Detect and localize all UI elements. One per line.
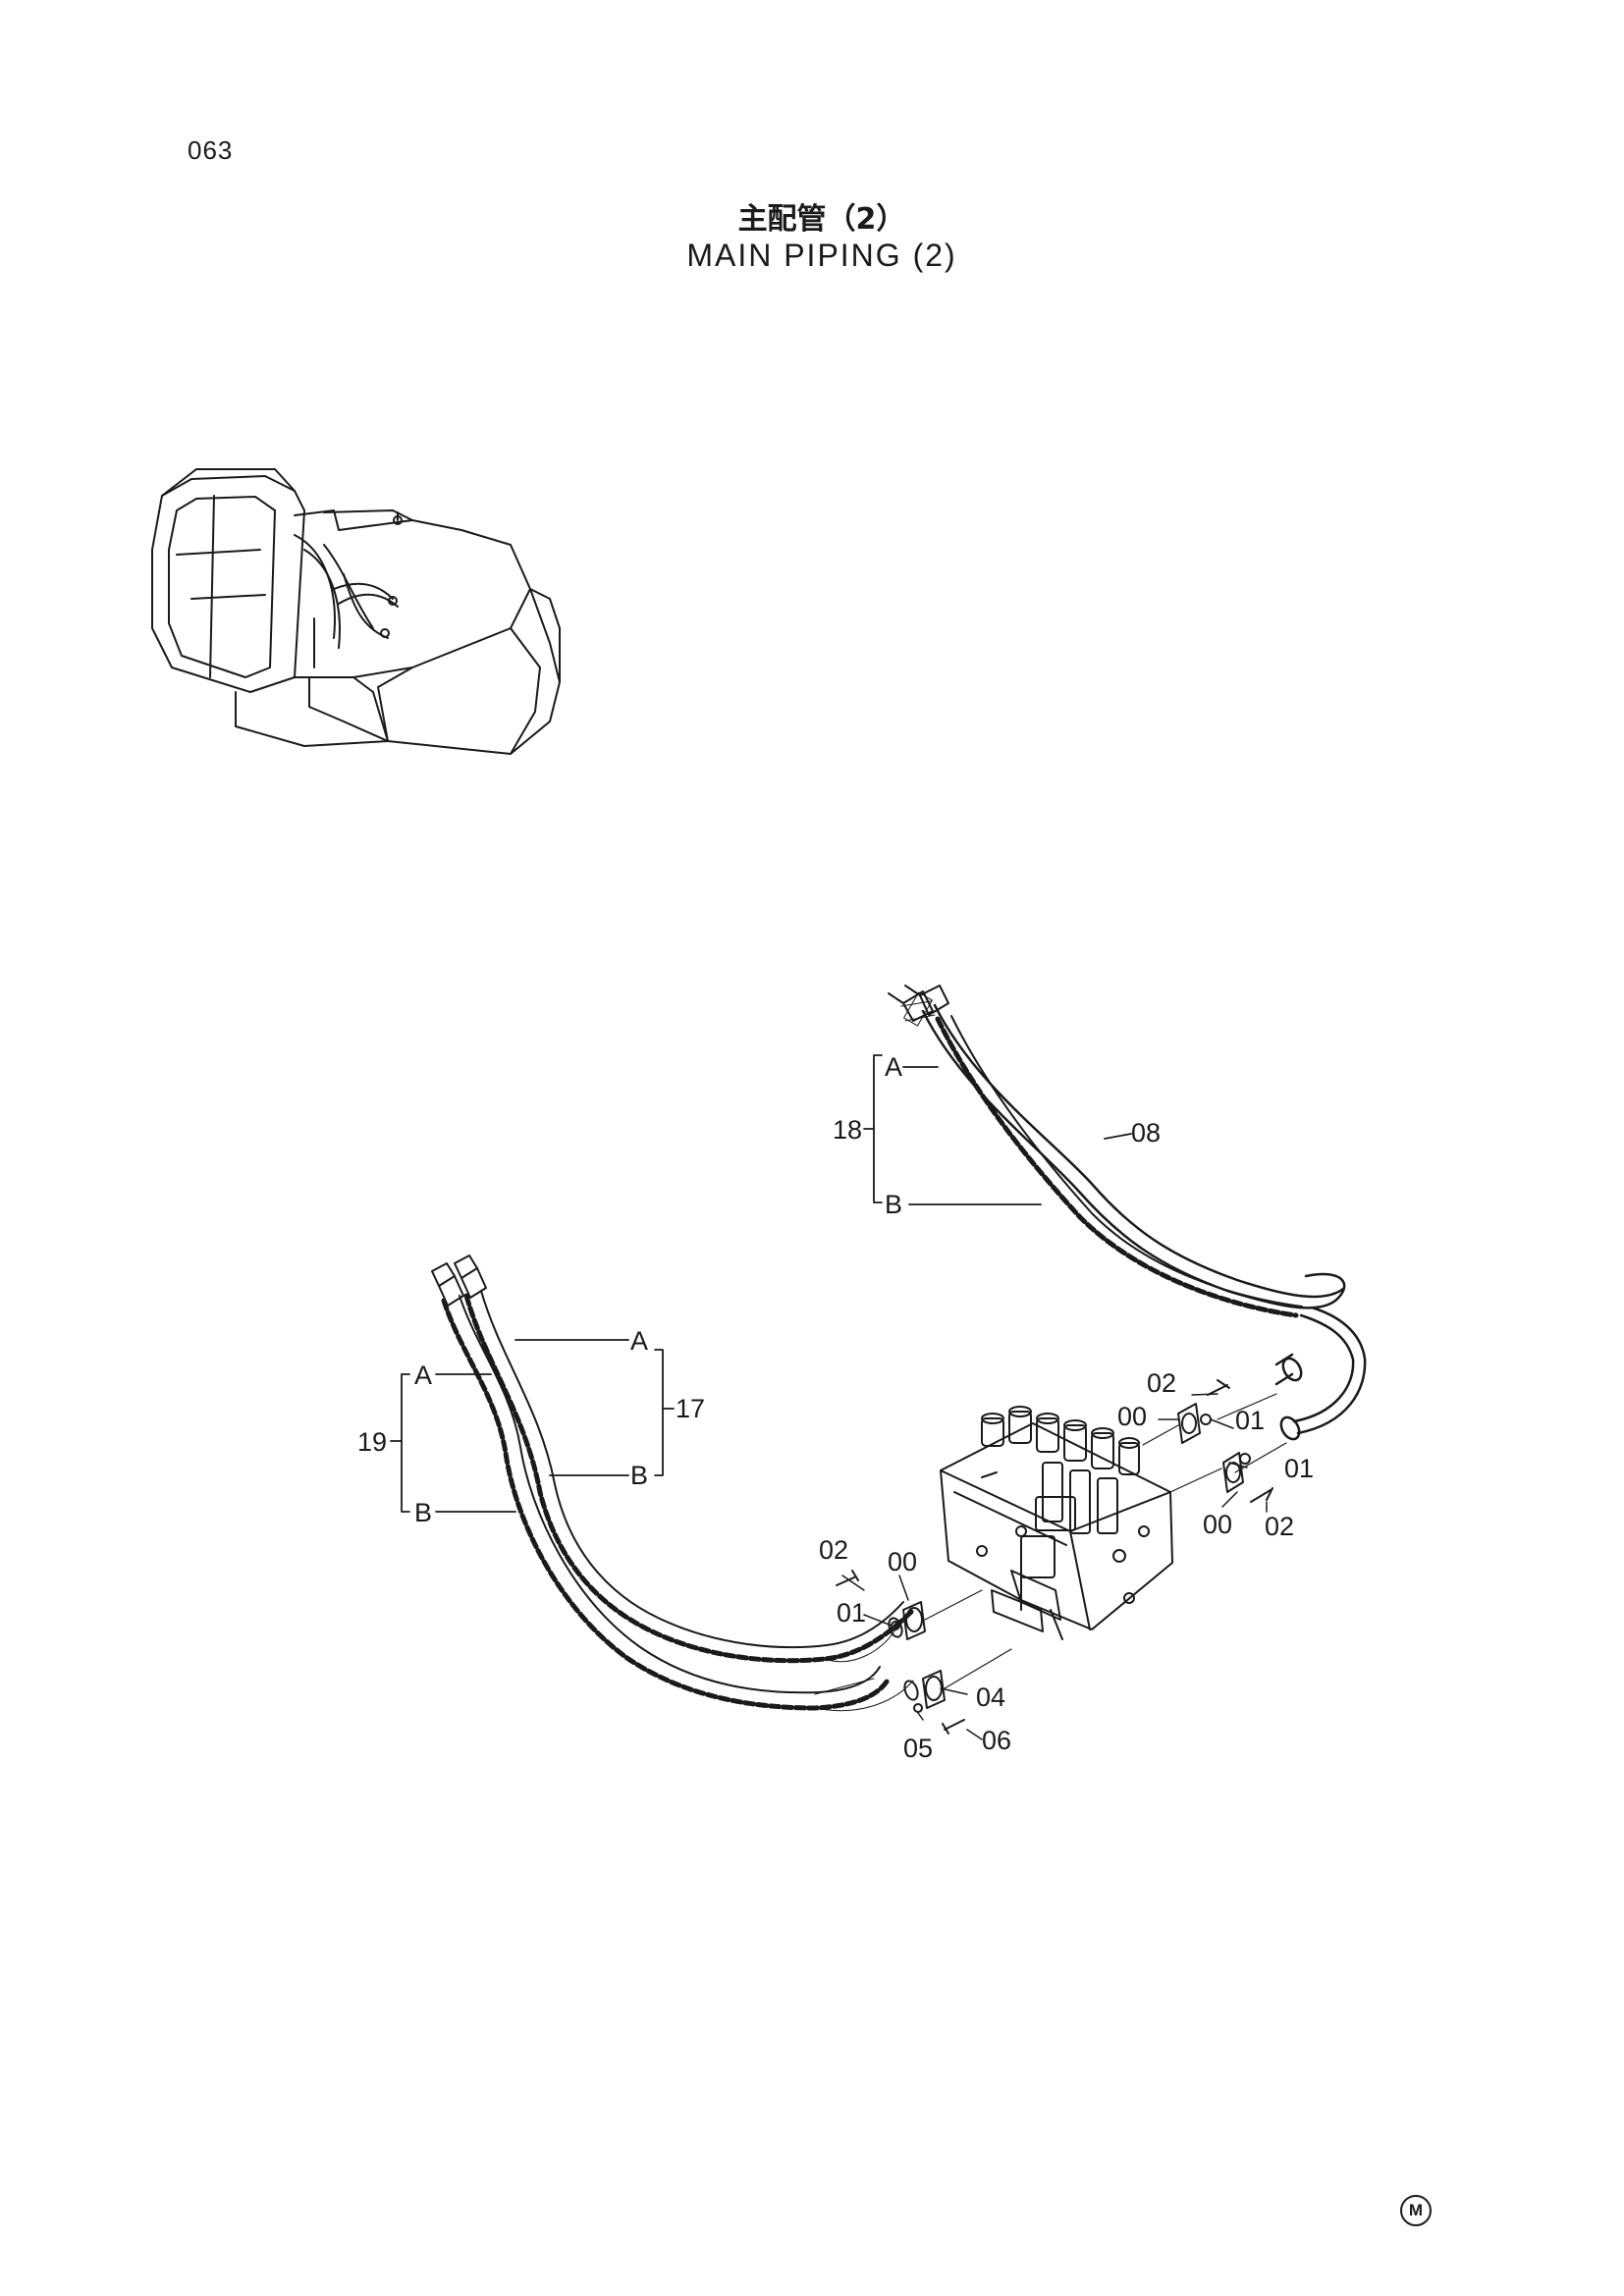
label-00-left: 00 — [888, 1547, 917, 1576]
label-00-top: 00 — [1117, 1402, 1147, 1431]
hose-18-end-fittings — [888, 985, 949, 1022]
label-08: 08 — [1131, 1118, 1161, 1148]
callout-bracket-18 — [863, 1054, 1132, 1205]
callout-bracket-19 — [390, 1373, 516, 1513]
label-01-top: 01 — [1235, 1406, 1265, 1435]
label-00-right: 00 — [1203, 1510, 1232, 1539]
control-valve-block — [940, 1406, 1173, 1640]
label-01-right: 01 — [1284, 1454, 1314, 1483]
label-17: 17 — [676, 1394, 705, 1423]
hose-19 — [441, 1295, 914, 1712]
label-02-left: 02 — [819, 1535, 848, 1565]
label-18-b: B — [885, 1190, 902, 1219]
label-17-b: B — [630, 1461, 648, 1490]
hose-19-17-end-fittings — [431, 1255, 919, 1701]
page-number: 063 — [188, 135, 234, 165]
leader-lines — [841, 1393, 1268, 1740]
page-title-english: MAIN PIPING (2) — [686, 238, 957, 273]
label-05: 05 — [903, 1734, 933, 1763]
label-02-right: 02 — [1265, 1512, 1294, 1541]
page-title-japanese: 主配管（2） — [737, 202, 906, 237]
label-19: 19 — [357, 1427, 387, 1457]
hose-18 — [900, 991, 1303, 1318]
label-19-a: A — [414, 1361, 432, 1390]
excavator-overview-illustration — [151, 468, 561, 755]
label-18-a: A — [885, 1052, 902, 1082]
label-02-top: 02 — [1147, 1368, 1176, 1398]
callout-labels: A 18 B 08 A 17 B A 19 B 02 00 01 01 00 0… — [357, 1052, 1314, 1763]
label-18: 18 — [833, 1115, 862, 1145]
callout-bracket-17 — [514, 1339, 675, 1476]
circled-m-mark: M — [1400, 2195, 1432, 2226]
label-19-b: B — [414, 1498, 432, 1527]
label-17-a: A — [630, 1326, 648, 1356]
hose-17 — [463, 1290, 916, 1664]
fitting-parts — [836, 1379, 1287, 1735]
label-06: 06 — [982, 1726, 1011, 1755]
pipe-08 — [921, 1003, 1367, 1441]
label-01-left: 01 — [837, 1598, 866, 1628]
label-04: 04 — [976, 1682, 1005, 1712]
